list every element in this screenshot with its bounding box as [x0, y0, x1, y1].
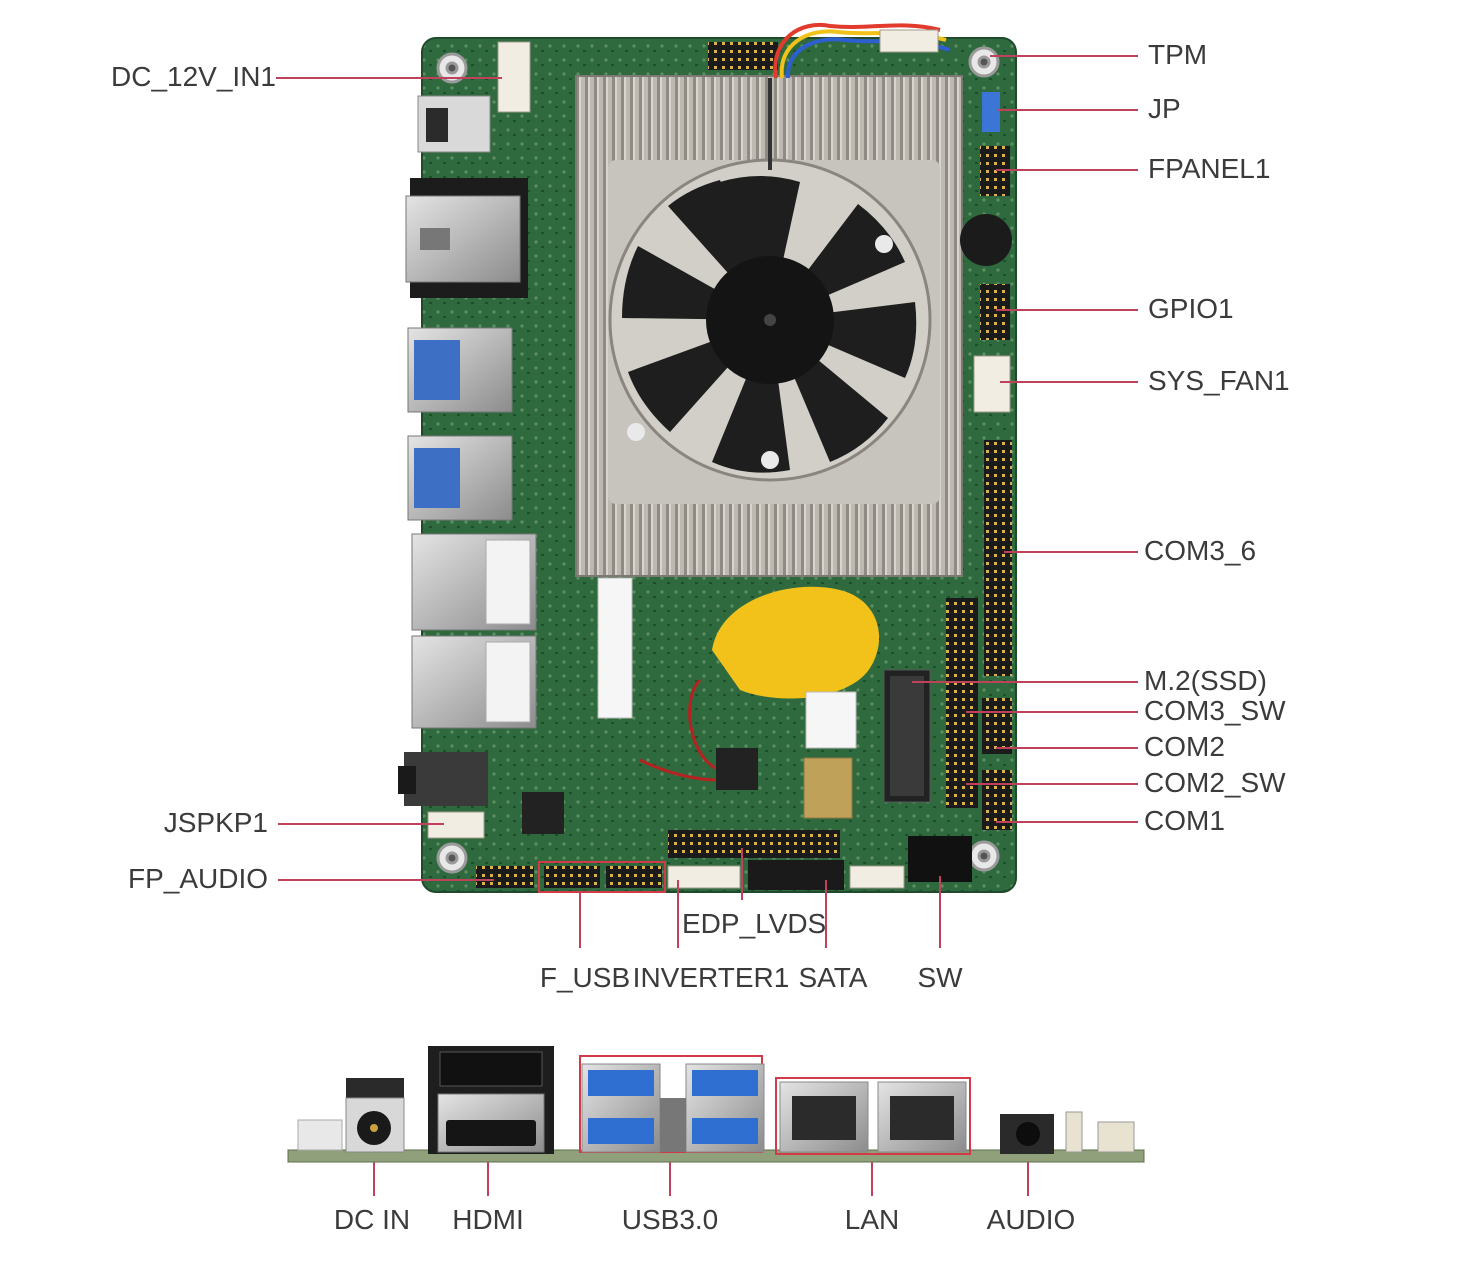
com1-header	[982, 770, 1012, 830]
io-panel-edge-view	[287, 1046, 1145, 1163]
right-headers	[946, 92, 1012, 830]
label-sticker	[597, 577, 633, 719]
board-top-view	[398, 23, 1017, 893]
chip-1	[716, 748, 758, 790]
fp-audio-header	[476, 866, 534, 888]
f-usb-header-1	[544, 866, 600, 888]
lan-highlight-box	[775, 1077, 971, 1155]
f-usb-header-2	[606, 866, 662, 888]
sim-slot	[803, 757, 853, 819]
sys-fan1-header	[973, 355, 1011, 413]
com2-header	[982, 698, 1012, 754]
left-io-connectors	[398, 95, 537, 806]
sata-port	[748, 860, 844, 890]
com3-6-header	[984, 440, 1012, 676]
inverter1-header	[667, 865, 741, 889]
buzzer	[960, 214, 1012, 266]
heatsink	[575, 23, 963, 577]
jp-header	[982, 92, 1000, 132]
power-header	[849, 865, 905, 889]
label-sticker-2	[805, 691, 857, 749]
chip-2	[522, 792, 564, 834]
tpm-header	[708, 42, 778, 70]
com-sw-jumpers	[946, 598, 978, 808]
gpio1-header	[980, 284, 1010, 340]
f-usb-highlight-box	[538, 861, 666, 893]
audio-jack-top	[404, 752, 488, 806]
sw-dip	[908, 836, 972, 882]
edp-lvds-header	[668, 830, 840, 858]
bottom-headers	[476, 830, 972, 890]
dc-12v-header	[497, 41, 531, 113]
